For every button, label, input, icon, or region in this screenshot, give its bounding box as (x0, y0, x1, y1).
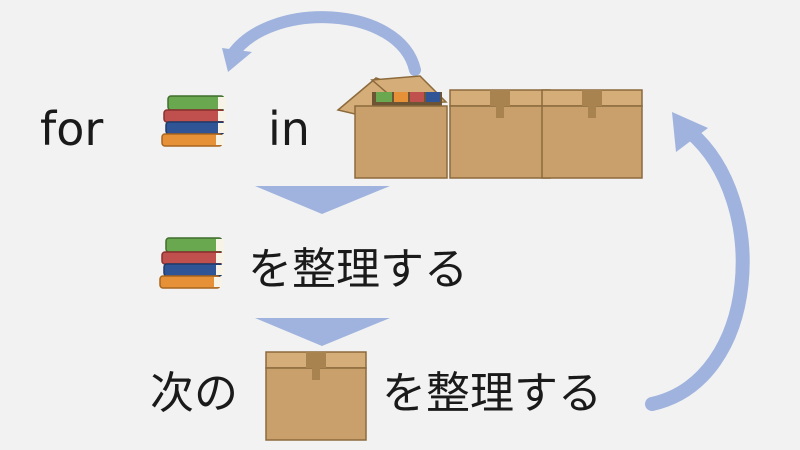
closed-box-icon (449, 89, 551, 179)
down-arrow-icon (255, 186, 390, 214)
curved-arrow-icon (645, 112, 750, 411)
next-step-suffix: を整理する (382, 368, 602, 419)
for-keyword: for (40, 102, 104, 156)
books-stack-icon (161, 95, 227, 147)
closed-box-icon (541, 89, 643, 179)
closed-box-icon (265, 351, 367, 441)
in-keyword: in (268, 102, 310, 156)
books-stack-icon (159, 237, 225, 289)
open-box-icon (336, 75, 448, 179)
down-arrow-icon (255, 318, 390, 346)
organize-step-text: を整理する (248, 244, 468, 295)
next-step-prefix: 次の (150, 368, 238, 419)
curved-arrow-icon (222, 11, 421, 76)
